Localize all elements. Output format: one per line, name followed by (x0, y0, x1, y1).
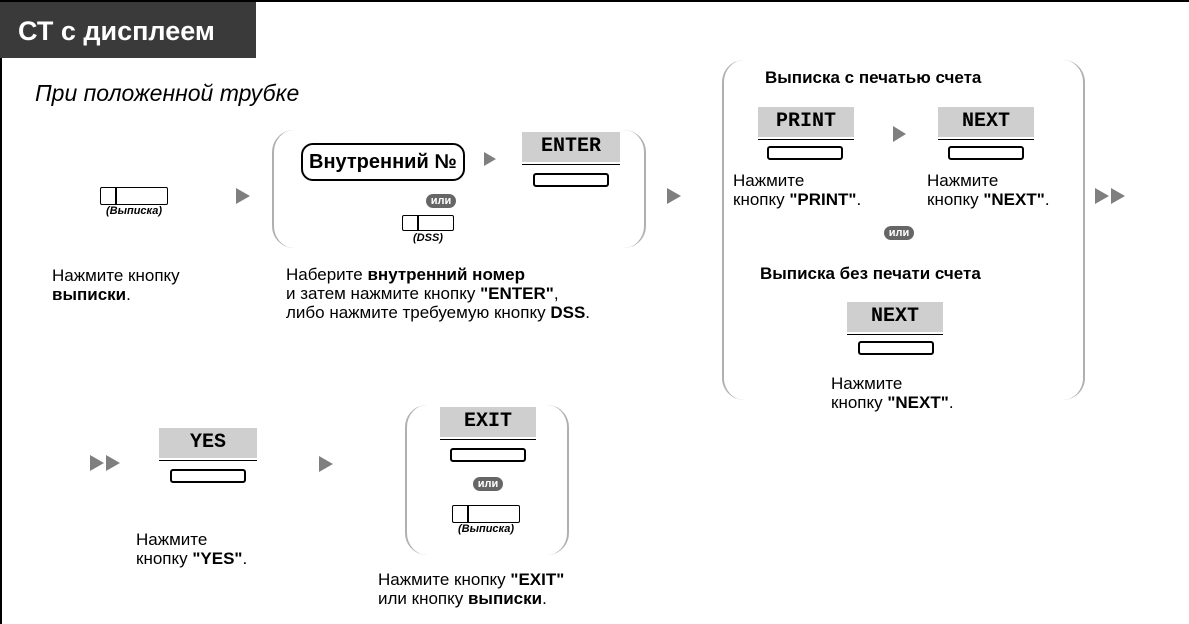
enter-button[interactable] (533, 173, 609, 187)
step2-instruction: Наберите внутренний номер и затем нажмит… (286, 265, 591, 322)
yes-key-label: YES (159, 428, 257, 458)
checkout-key[interactable]: (Выписка) (100, 187, 168, 217)
divider (938, 139, 1034, 140)
next-key-label: NEXT (938, 107, 1034, 137)
checkout-key-caption: (Выписка) (457, 523, 515, 535)
flexible-key-icon (452, 505, 520, 523)
step5-instruction: Нажмите кнопку "EXIT" или кнопку выписки… (378, 570, 565, 608)
next-button[interactable] (948, 146, 1024, 160)
subtitle: При положенной трубке (35, 80, 300, 106)
or-badge: или (884, 226, 914, 240)
arrow-icon (667, 188, 681, 204)
option2-heading: Выписка без печати счета (760, 264, 981, 283)
dss-key-caption: (DSS) (413, 232, 443, 244)
yes-soft-key[interactable]: YES (159, 428, 257, 461)
exit-button[interactable] (450, 448, 526, 462)
frame-top-border (0, 0, 1189, 2)
checkout-key-caption: (Выписка) (105, 205, 163, 217)
arrow-icon (893, 126, 906, 142)
or-badge: или (426, 194, 456, 208)
dss-key[interactable]: (DSS) (402, 215, 454, 244)
right-paren (1061, 60, 1085, 400)
divider (159, 460, 257, 461)
extension-number-key[interactable]: Внутренний № (301, 143, 465, 181)
double-arrow-icon (1095, 188, 1125, 204)
frame-left-border (0, 0, 2, 624)
print-soft-key[interactable]: PRINT (758, 107, 854, 140)
enter-key-label: ENTER (522, 132, 620, 162)
arrow-icon (484, 152, 496, 166)
left-paren (722, 60, 746, 400)
right-paren (545, 405, 569, 555)
dss-key-icon (402, 215, 454, 231)
print-key-label: PRINT (758, 107, 854, 137)
checkout-key[interactable]: (Выписка) (452, 505, 520, 535)
left-paren (272, 130, 296, 248)
or-badge: или (473, 477, 503, 491)
divider (847, 334, 943, 335)
next-soft-key-2[interactable]: NEXT (847, 302, 943, 335)
page-title: СТ с дисплеем (0, 2, 256, 58)
right-paren (622, 130, 646, 248)
divider (522, 164, 620, 165)
divider (758, 139, 854, 140)
double-arrow-icon (90, 455, 120, 471)
print-button[interactable] (767, 146, 843, 160)
exit-key-label: EXIT (440, 407, 536, 437)
arrow-icon (319, 456, 333, 472)
yes-button[interactable] (170, 469, 246, 483)
option1-heading: Выписка с печатью счета (765, 68, 982, 87)
next-soft-key[interactable]: NEXT (938, 107, 1034, 140)
exit-soft-key[interactable]: EXIT (440, 407, 536, 440)
flexible-key-icon (100, 187, 168, 205)
arrow-icon (236, 188, 250, 204)
left-paren (405, 405, 429, 555)
enter-soft-key[interactable]: ENTER (522, 132, 620, 165)
next-key-label: NEXT (847, 302, 943, 332)
divider (440, 439, 536, 440)
next-button-2[interactable] (858, 341, 934, 355)
